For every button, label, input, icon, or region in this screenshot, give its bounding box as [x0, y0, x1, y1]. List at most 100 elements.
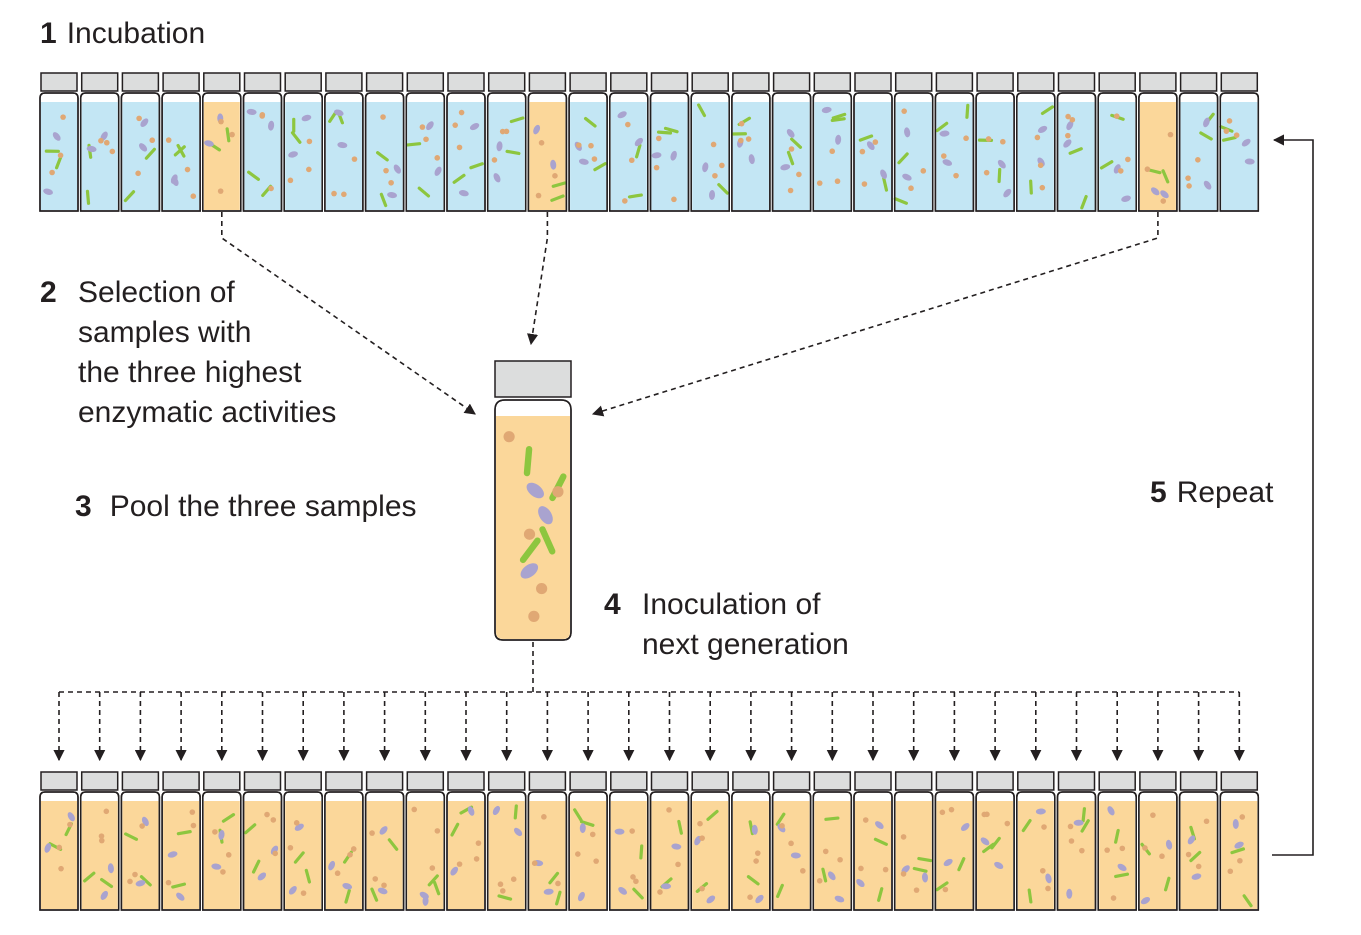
round-bacterium [294, 820, 300, 826]
round-bacterium [901, 108, 907, 114]
inoculated-tube [40, 772, 78, 910]
tube-cap [570, 772, 606, 790]
round-bacterium [986, 136, 992, 142]
round-bacterium [789, 146, 795, 152]
round-bacterium [218, 119, 224, 125]
tube-cap [652, 73, 688, 91]
round-bacterium [190, 809, 196, 815]
round-bacterium [420, 124, 426, 130]
round-bacterium [185, 167, 191, 173]
round-bacterium [817, 878, 823, 884]
tube-cap [733, 73, 769, 91]
round-bacterium [1038, 163, 1044, 169]
step-5-text: Repeat [1177, 476, 1274, 509]
culture-medium [896, 801, 932, 909]
round-bacterium [56, 845, 62, 851]
round-bacterium [666, 807, 672, 813]
round-bacterium [139, 823, 145, 829]
incubation-tube [773, 73, 811, 211]
round-bacterium [136, 116, 142, 122]
step-3-text: Pool the three samples [110, 490, 417, 523]
round-bacterium [536, 193, 542, 199]
round-bacterium [1079, 848, 1085, 854]
inoculated-tube [691, 772, 729, 910]
round-bacterium [504, 431, 515, 442]
round-bacterium [1150, 812, 1156, 818]
tube-cap [1221, 73, 1257, 91]
tube-cap [448, 772, 484, 790]
round-bacterium [58, 866, 64, 872]
round-bacterium [949, 807, 955, 813]
tube-cap [122, 772, 158, 790]
incubation-tube [40, 73, 78, 211]
inoculated-tube [244, 772, 282, 910]
oval-bacterium [1066, 889, 1072, 899]
incubation-tube [1017, 73, 1055, 211]
round-bacterium [747, 894, 753, 900]
incubation-tube [691, 73, 729, 211]
round-bacterium [58, 153, 64, 159]
round-bacterium [457, 145, 463, 151]
round-bacterium [901, 834, 907, 840]
round-bacterium [381, 882, 387, 888]
culture-medium [1140, 801, 1176, 909]
selected-tube [528, 73, 566, 211]
round-bacterium [331, 191, 337, 197]
round-bacterium [555, 881, 561, 887]
round-bacterium [800, 868, 806, 874]
round-bacterium [633, 878, 639, 884]
culture-medium [1221, 801, 1257, 909]
rod-bacterium [919, 859, 931, 861]
tube-cap [855, 772, 891, 790]
culture-medium [489, 801, 525, 909]
round-bacterium [1145, 166, 1151, 172]
round-bacterium [541, 814, 547, 820]
incubation-tube [488, 73, 526, 211]
round-bacterium [1111, 895, 1117, 901]
inoculated-tube [569, 772, 607, 910]
round-bacterium [430, 865, 436, 871]
round-bacterium [49, 170, 55, 176]
step-1-number: 1 [40, 17, 57, 50]
round-bacterium [858, 866, 864, 872]
round-bacterium [99, 833, 105, 839]
round-bacterium [1185, 175, 1191, 181]
top-incubation-row [40, 73, 1258, 211]
pooled-sample-tube [495, 361, 571, 640]
round-bacterium [699, 886, 705, 892]
incubation-tube [121, 73, 159, 211]
tube-cap [814, 772, 850, 790]
tube-cap [977, 73, 1013, 91]
round-bacterium [352, 156, 358, 162]
round-bacterium [1004, 821, 1010, 827]
tube-cap [1140, 772, 1176, 790]
tube-cap [774, 73, 810, 91]
inoculated-tube [1180, 772, 1218, 910]
round-bacterium [511, 876, 517, 882]
culture-medium [936, 801, 972, 909]
round-bacterium [301, 890, 307, 896]
tube-cap [204, 73, 240, 91]
round-bacterium [837, 857, 843, 863]
culture-medium [733, 801, 769, 909]
round-bacterium [823, 849, 829, 855]
round-bacterium [457, 861, 463, 867]
round-bacterium [953, 173, 959, 179]
step-1-text: Incubation [67, 17, 205, 50]
round-bacterium [940, 809, 946, 815]
rod-bacterium [1031, 181, 1032, 193]
culture-medium [448, 801, 484, 909]
incubation-tube [854, 73, 892, 211]
round-bacterium [963, 135, 969, 141]
rod-bacterium [178, 832, 190, 834]
round-bacterium [110, 149, 116, 155]
step-2-line-4: enzymatic activities [40, 393, 336, 433]
round-bacterium [654, 165, 660, 171]
tube-cap [285, 73, 321, 91]
selection-arrow-3 [593, 212, 1158, 414]
incubation-tube [569, 73, 607, 211]
round-bacterium [625, 122, 631, 128]
round-bacterium [1160, 198, 1166, 204]
